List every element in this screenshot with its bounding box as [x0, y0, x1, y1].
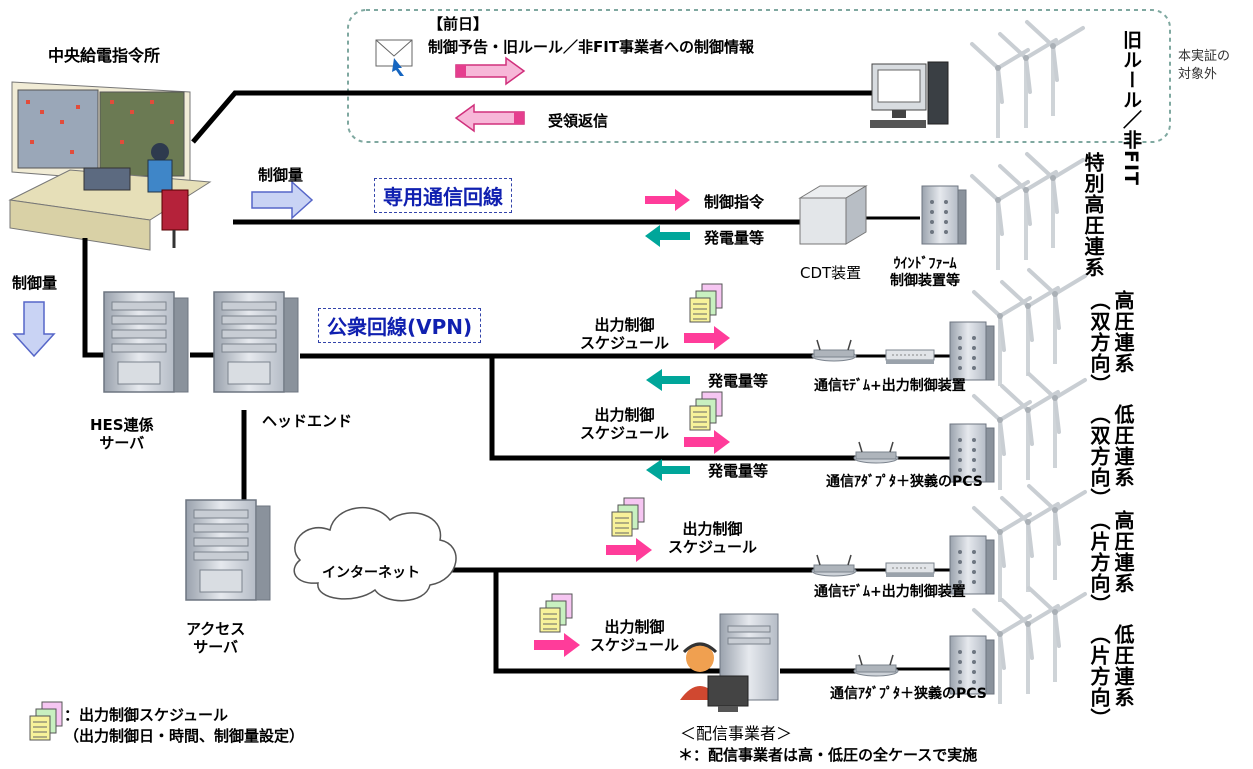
footnote: ＊：配信事業者は高・低圧の全ケースで実施: [678, 746, 978, 764]
legend-line-2: （出力制御日・時間、制御量設定）: [64, 727, 305, 745]
wind-controller-label: ｳｲﾝﾄﾞﾌｧｰﾑ 制御装置等: [890, 256, 960, 289]
control-amount-arrow-right: [251, 180, 314, 220]
prev-day-region: [347, 9, 1171, 143]
old-rule-vertical-label: 旧ルール／非FIT: [1119, 30, 1142, 187]
hes-server-icon: [103, 291, 189, 393]
prev-day-message: 制御予告・旧ルール／非FIT事業者への制御情報: [428, 38, 755, 56]
internet-cloud: [293, 506, 457, 602]
page-title: 中央給電指令所: [48, 46, 161, 65]
internet-label: インターネット: [322, 565, 420, 581]
schedule-label-4: 出力制御 スケジュール: [590, 618, 679, 654]
outside-scope-label: 本実証の 対象外: [1178, 49, 1231, 83]
command-label: 制御指令: [704, 193, 765, 211]
bidirectional-label-1: （双方向）: [1087, 290, 1111, 395]
device-label-3: 通信ﾓﾃﾞﾑ+出力制御装置: [814, 584, 966, 600]
cdt-label: CDT装置: [800, 264, 862, 282]
access-server-label: アクセス サーバ: [186, 620, 246, 656]
control-amount-top-label: 制御量: [258, 166, 304, 184]
cdt-device-icon: [798, 185, 868, 245]
access-server-icon: [185, 499, 271, 601]
dedicated-line-label: 専用通信回線: [374, 178, 512, 213]
distributor-label: ＜配信事業者＞: [680, 724, 793, 743]
control-amount-left-label: 制御量: [12, 274, 58, 292]
distributor-icon: [680, 613, 779, 712]
prev-day-arrows: [454, 56, 526, 133]
unidirectional-label-4: （片方向）: [1087, 624, 1111, 729]
generation-label-1: 発電量等: [708, 372, 769, 390]
prev-day-header: 【前日】: [428, 15, 489, 33]
control-amount-arrow-down: [12, 301, 56, 358]
public-line-label: 公衆回線(VPN): [318, 308, 482, 343]
hes-server-label: HES連係 サーバ: [90, 416, 154, 452]
legend-line-1: ：出力制御スケジュール: [64, 706, 228, 724]
headend-server-icon: [213, 291, 299, 393]
extra-high-voltage-label: 特別高圧連系: [1081, 152, 1105, 278]
device-label-4: 通信ｱﾀﾞﾌﾟﾀ＋狭義のPCS: [830, 686, 987, 702]
low-voltage-uni-label: 低圧連系: [1111, 624, 1135, 708]
device-label-2: 通信ｱﾀﾞﾌﾟﾀ＋狭義のPCS: [826, 474, 983, 490]
headend-label: ヘッドエンド: [262, 412, 353, 430]
unidirectional-label-3: （片方向）: [1087, 510, 1111, 615]
network-lines: [82, 90, 872, 674]
device-label-1: 通信ﾓﾃﾞﾑ+出力制御装置: [814, 378, 966, 394]
high-voltage-bi-label: 高圧連系: [1111, 290, 1135, 374]
bidirectional-label-2: （双方向）: [1087, 404, 1111, 509]
reply-label: 受領返信: [548, 112, 609, 130]
generation-label-dedicated: 発電量等: [704, 229, 765, 247]
pc-icon: [870, 61, 949, 128]
schedule-label-3: 出力制御 スケジュール: [668, 520, 757, 556]
high-voltage-uni-label: 高圧連系: [1111, 510, 1135, 594]
low-voltage-bi-label: 低圧連系: [1111, 404, 1135, 488]
mail-icon: [375, 39, 413, 76]
schedule-label-2: 出力制御 スケジュール: [580, 406, 669, 442]
control-room-illustration: [8, 81, 212, 251]
wind-controller-icon: [921, 185, 967, 245]
schedule-label-1: 出力制御 スケジュール: [580, 316, 669, 352]
generation-label-2: 発電量等: [708, 462, 769, 480]
legend-docs-icon: [29, 701, 63, 741]
